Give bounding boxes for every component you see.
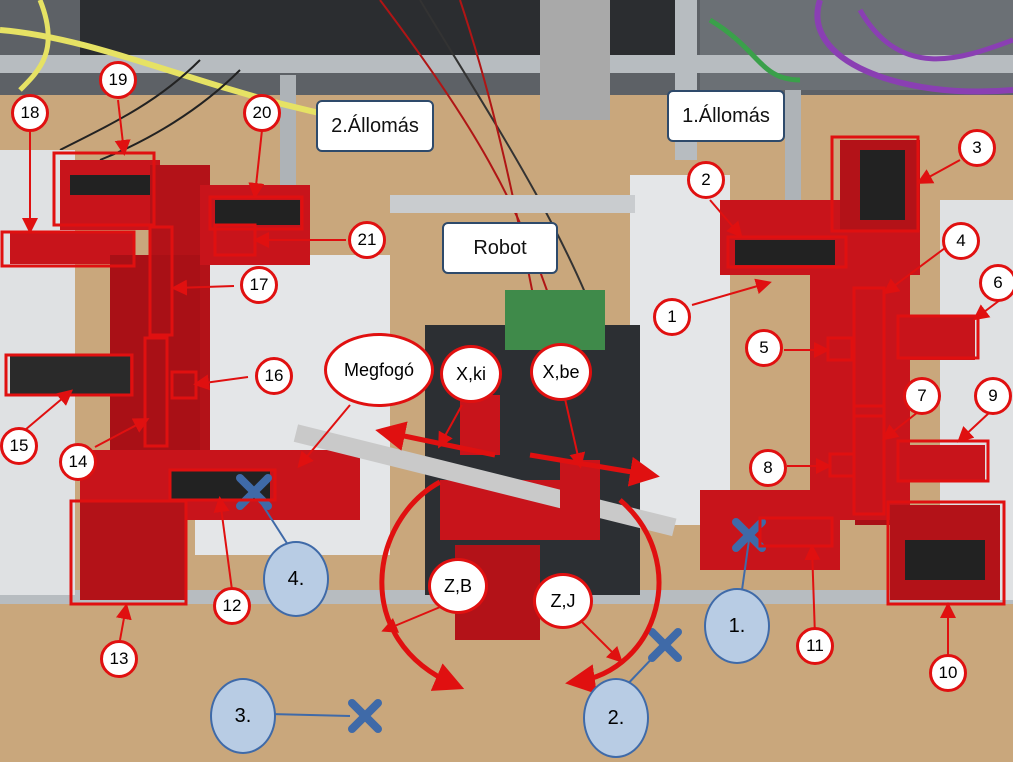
marker-6: 6: [979, 264, 1013, 302]
marker-3: 3: [958, 129, 996, 167]
marker-15: 15: [0, 427, 38, 465]
marker-12: 12: [213, 587, 251, 625]
marker-17: 17: [240, 266, 278, 304]
z-b-callout: Z,B: [428, 558, 488, 614]
position-4: 4.: [263, 541, 329, 617]
z-j-callout: Z,J: [533, 573, 593, 629]
marker-4: 4: [942, 222, 980, 260]
marker-18: 18: [11, 94, 49, 132]
marker-11: 11: [796, 627, 834, 665]
marker-19: 19: [99, 61, 137, 99]
marker-10: 10: [929, 654, 967, 692]
marker-16: 16: [255, 357, 293, 395]
station-2-label: 2.Állomás: [316, 100, 434, 152]
x-out-callout: X,ki: [440, 345, 502, 403]
position-1: 1.: [704, 588, 770, 664]
marker-20: 20: [243, 94, 281, 132]
position-3: 3.: [210, 678, 276, 754]
station-1-label: 1.Állomás: [667, 90, 785, 142]
marker-5: 5: [745, 329, 783, 367]
robot-label: Robot: [442, 222, 558, 274]
marker-1: 1: [653, 298, 691, 336]
marker-21: 21: [348, 221, 386, 259]
marker-8: 8: [749, 449, 787, 487]
marker-7: 7: [903, 377, 941, 415]
position-2: 2.: [583, 678, 649, 758]
marker-2: 2: [687, 161, 725, 199]
marker-14: 14: [59, 443, 97, 481]
gripper-callout: Megfogó: [324, 333, 434, 407]
x-in-callout: X,be: [530, 343, 592, 401]
marker-13: 13: [100, 640, 138, 678]
marker-9: 9: [974, 377, 1012, 415]
